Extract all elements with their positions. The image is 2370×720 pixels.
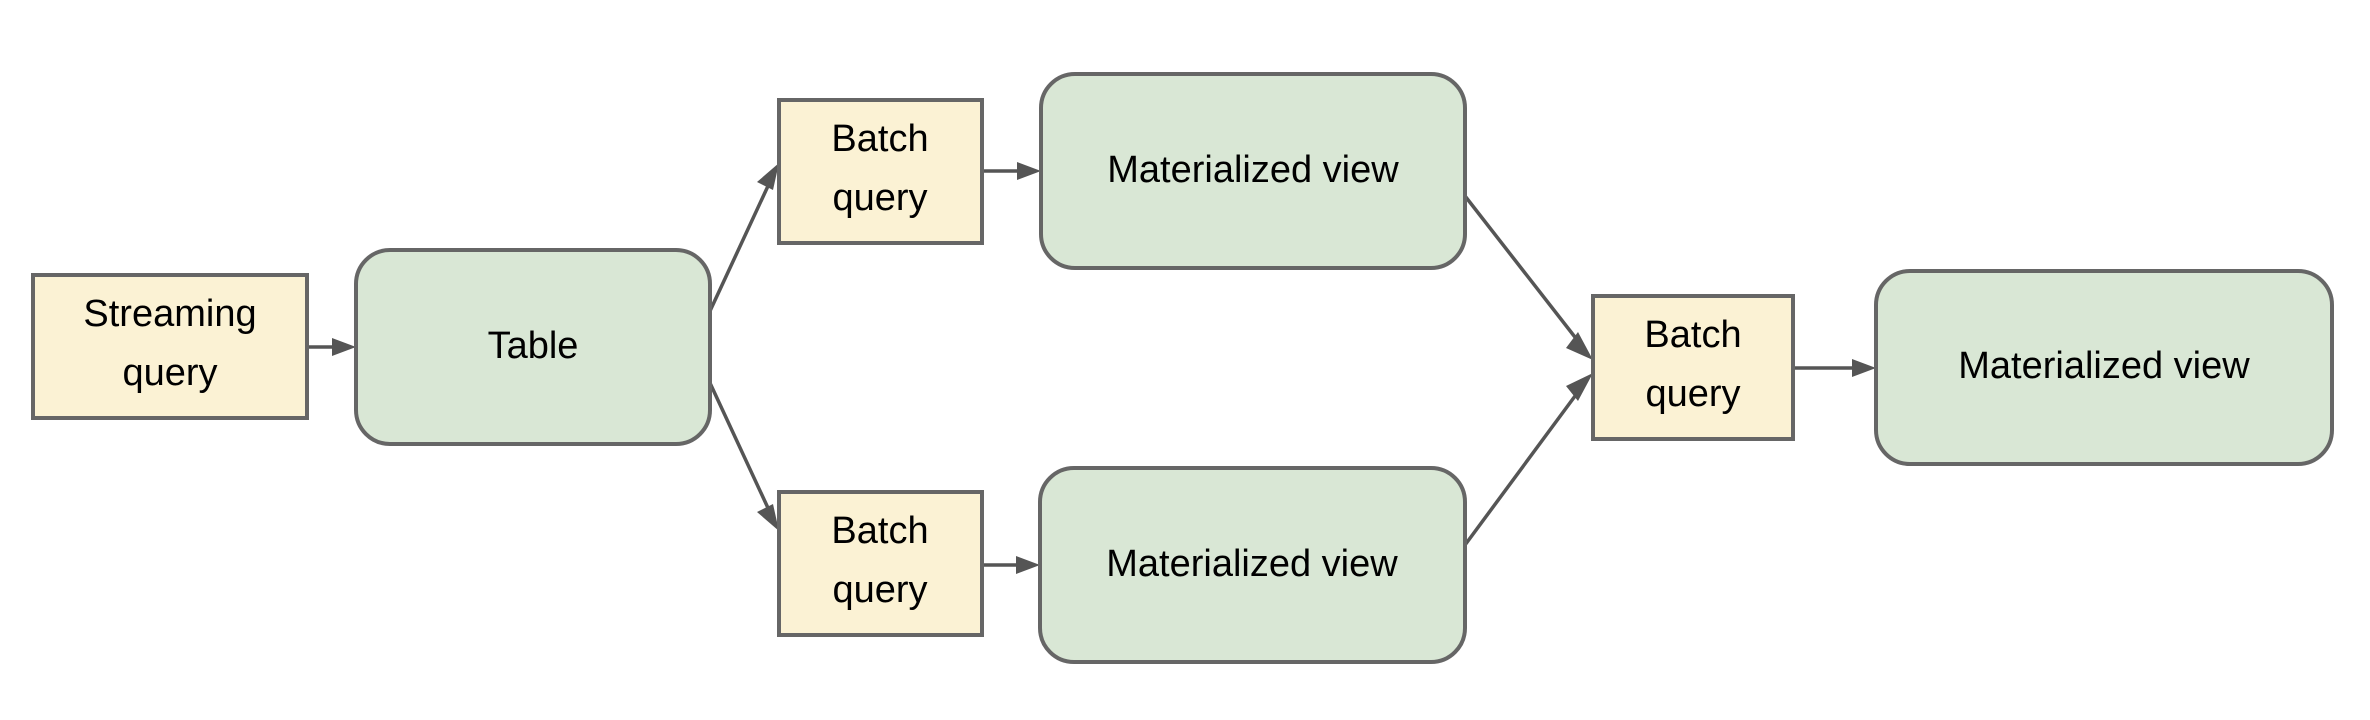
node-streaming-query-label-line2: query — [122, 352, 217, 394]
node-batch-query-merge[interactable]: Batch query — [1591, 294, 1795, 441]
node-table-shape[interactable] — [354, 248, 712, 446]
node-batch-query-bottom[interactable]: Batch query — [777, 490, 984, 637]
edge-table-to-batch-query-top — [708, 163, 779, 312]
node-batch-query-bottom-shape[interactable] — [777, 490, 984, 637]
edge-table-to-batch-query-bottom — [708, 382, 779, 531]
node-materialized-view-final-shape[interactable] — [1874, 269, 2334, 466]
node-materialized-view-final[interactable]: Materialized view — [1874, 269, 2334, 466]
node-table-label: Table — [488, 325, 579, 367]
edge-batch-query-merge-to-materialized-view-final — [1793, 359, 1876, 377]
node-batch-query-merge-label-line1: Batch — [1644, 314, 1741, 356]
edge-batch-query-bottom-to-materialized-view-bottom — [982, 556, 1040, 574]
node-materialized-view-top-label: Materialized view — [1107, 149, 1399, 191]
edge-materialized-view-bottom-to-batch-query-merge — [1463, 373, 1593, 547]
node-batch-query-merge-label-line2: query — [1645, 373, 1740, 415]
node-materialized-view-bottom[interactable]: Materialized view — [1038, 466, 1467, 664]
node-batch-query-top-label-line2: query — [832, 177, 927, 219]
node-streaming-query-label-line1: Streaming — [83, 293, 256, 335]
node-streaming-query[interactable]: Streaming query — [31, 273, 309, 420]
node-batch-query-top-shape[interactable] — [777, 98, 984, 245]
node-materialized-view-top[interactable]: Materialized view — [1039, 72, 1467, 270]
edge-batch-query-top-to-materialized-view-top — [982, 162, 1041, 180]
node-materialized-view-final-label: Materialized view — [1958, 345, 2250, 387]
edge-materialized-view-top-to-batch-query-merge — [1463, 194, 1593, 360]
node-streaming-query-shape[interactable] — [31, 273, 309, 420]
node-batch-query-top[interactable]: Batch query — [777, 98, 984, 245]
node-materialized-view-bottom-shape[interactable] — [1038, 466, 1467, 664]
node-batch-query-bottom-label-line1: Batch — [831, 510, 928, 552]
node-materialized-view-bottom-label: Materialized view — [1106, 543, 1398, 585]
node-batch-query-bottom-label-line2: query — [832, 569, 927, 611]
node-table[interactable]: Table — [354, 248, 712, 446]
edge-streaming-query-to-table — [307, 338, 356, 356]
node-batch-query-top-label-line1: Batch — [831, 118, 928, 160]
node-batch-query-merge-shape[interactable] — [1591, 294, 1795, 441]
node-materialized-view-top-shape[interactable] — [1039, 72, 1467, 270]
